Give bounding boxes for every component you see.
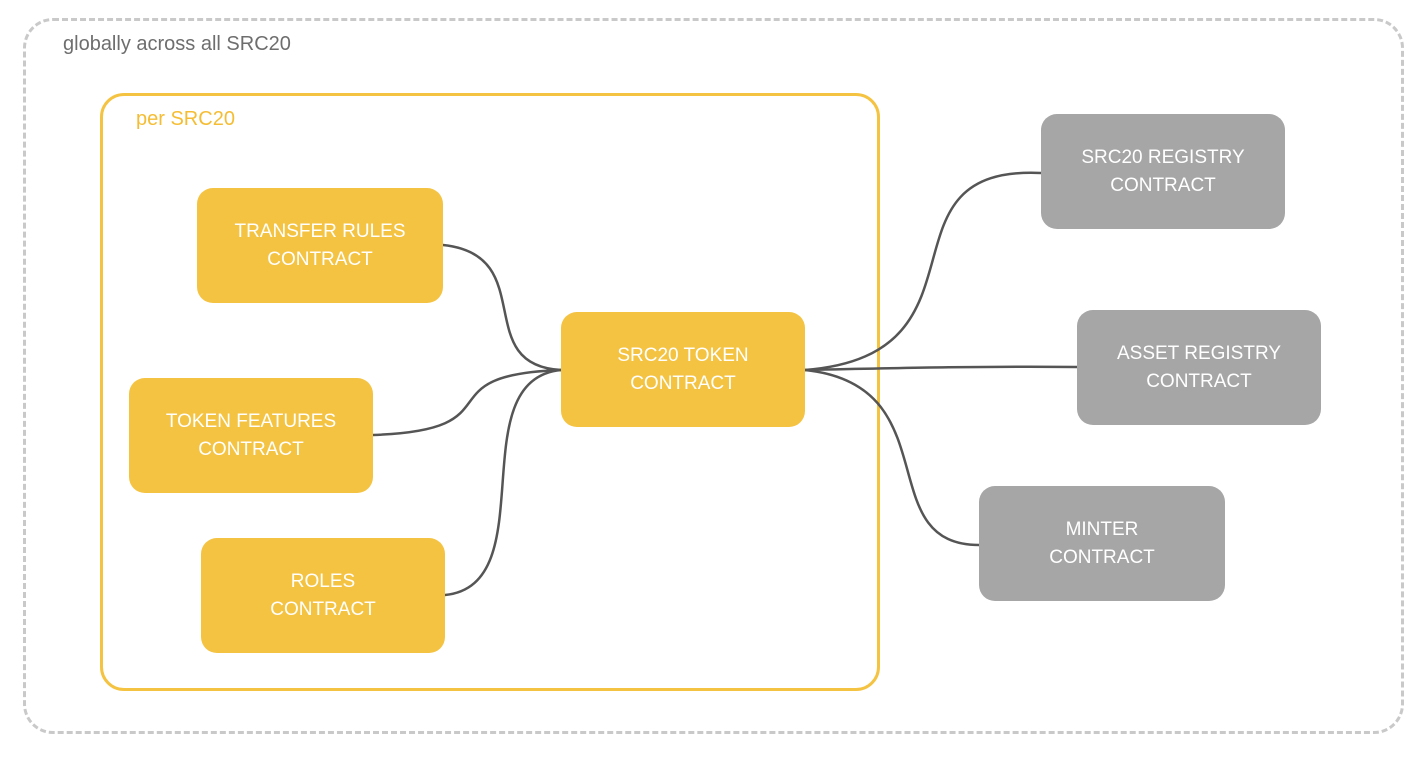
src20-token-contract-node[interactable]: SRC20 TOKEN CONTRACT — [561, 312, 805, 427]
minter-contract-label: MINTER CONTRACT — [1049, 518, 1155, 568]
minter-contract-node[interactable]: MINTER CONTRACT — [979, 486, 1225, 601]
src20-token-contract-label: SRC20 TOKEN CONTRACT — [617, 344, 749, 394]
src20-registry-contract-node[interactable]: SRC20 REGISTRY CONTRACT — [1041, 114, 1285, 229]
token-features-contract-label: TOKEN FEATURES CONTRACT — [165, 410, 337, 460]
per-src20-scope-label: per SRC20 — [136, 108, 235, 130]
token-features-contract-node[interactable]: TOKEN FEATURES CONTRACT — [129, 378, 373, 493]
transfer-rules-contract-label: TRANSFER RULES CONTRACT — [234, 220, 406, 270]
roles-contract-node[interactable]: ROLES CONTRACT — [201, 538, 445, 653]
global-scope-frame — [23, 18, 1404, 734]
asset-registry-contract-node[interactable]: ASSET REGISTRY CONTRACT — [1077, 310, 1321, 425]
global-scope-label: globally across all SRC20 — [63, 33, 291, 55]
roles-contract-label: ROLES CONTRACT — [270, 570, 376, 620]
asset-registry-contract-label: ASSET REGISTRY CONTRACT — [1116, 342, 1281, 392]
transfer-rules-contract-node[interactable]: TRANSFER RULES CONTRACT — [197, 188, 443, 303]
src20-registry-contract-label: SRC20 REGISTRY CONTRACT — [1081, 146, 1245, 196]
